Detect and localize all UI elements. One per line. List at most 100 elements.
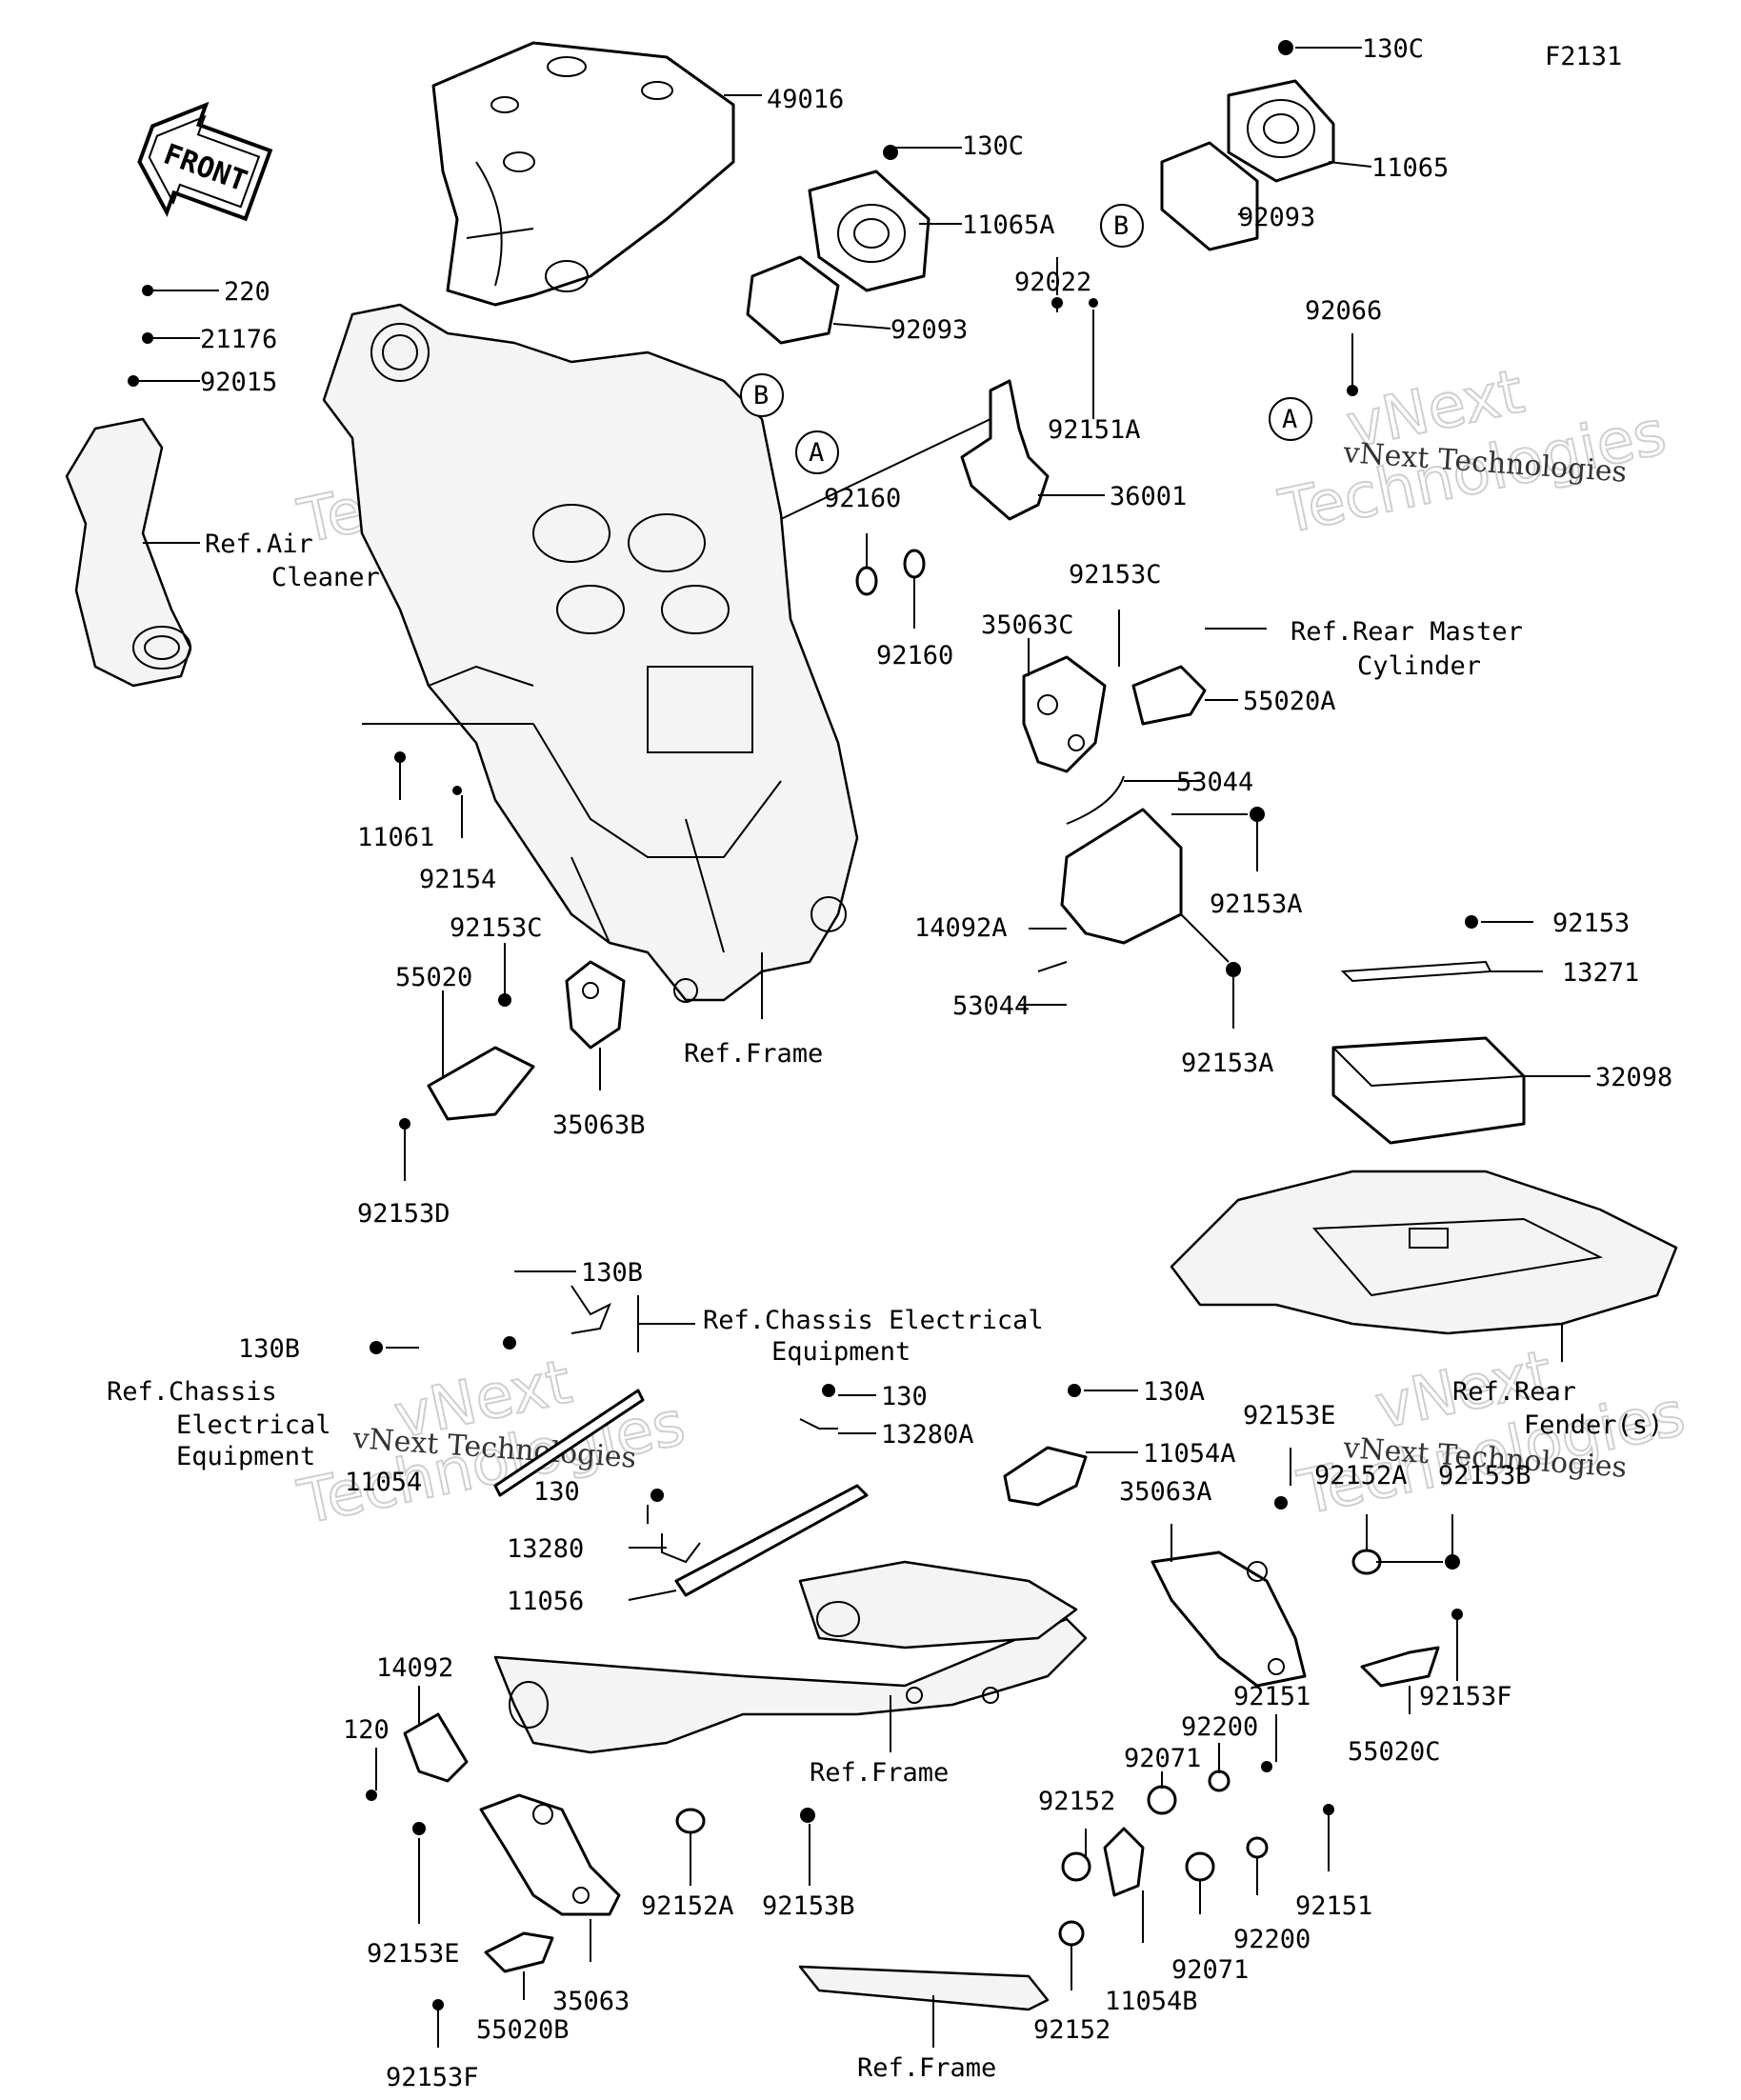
part-92153F-bolt	[432, 1999, 444, 2010]
figure-code: F2131	[1545, 42, 1622, 71]
label-92066: 92066	[1305, 296, 1382, 326]
label-49016: 49016	[767, 85, 844, 114]
label-92160: 92160	[876, 641, 953, 670]
label-11065: 11065	[1371, 153, 1449, 183]
label-55020C: 55020C	[1348, 1737, 1441, 1767]
part-92151-bolt	[1261, 1761, 1272, 1772]
label-55020B: 55020B	[476, 2015, 570, 2045]
label-55020: 55020	[395, 963, 472, 992]
part-35063A-bracket	[1151, 1550, 1307, 1688]
part-14092-cover	[403, 1712, 469, 1783]
label-11065A: 11065A	[962, 210, 1055, 240]
part-92153-bolt	[1465, 915, 1478, 929]
part-92153E-bolt	[412, 1822, 426, 1835]
part-13280A-clamp	[799, 1418, 838, 1430]
label-35063B: 35063B	[552, 1110, 646, 1140]
part-92151-bolt	[1323, 1804, 1334, 1815]
label-14092: 14092	[376, 1653, 453, 1683]
label-ref-chassis-electrical: Ref.Chassis Electrical	[703, 1306, 1044, 1335]
part-55020-plate	[427, 1046, 535, 1121]
label-ref-frame: Ref.Frame	[810, 1758, 949, 1788]
label-92152: 92152	[1033, 2015, 1111, 2045]
svg-text:B: B	[1113, 211, 1129, 241]
part-11061-clip	[394, 751, 406, 763]
part-labels: 49016 130C 130C 11065 11065A 92093 92093…	[107, 34, 1672, 2092]
label-92160: 92160	[824, 484, 901, 513]
part-92152-collar	[1061, 1851, 1091, 1882]
label-53044: 53044	[1176, 768, 1253, 797]
part-92151A-bolt	[1089, 298, 1098, 308]
part-92153D-bolt	[399, 1118, 410, 1130]
label-130: 130	[533, 1477, 580, 1507]
label-92152A: 92152A	[641, 1891, 734, 1921]
label-92071: 92071	[1124, 1744, 1201, 1773]
label-92093: 92093	[1238, 203, 1315, 232]
part-130B-screw	[370, 1341, 383, 1354]
label-ref-frame: Ref.Frame	[684, 1039, 823, 1069]
label-92093: 92093	[891, 315, 968, 345]
front-arrow-icon: FRONT	[137, 101, 273, 222]
part-120-bolt	[366, 1790, 377, 1801]
label-130B: 130B	[581, 1258, 643, 1288]
part-92071-washer	[1147, 1785, 1177, 1815]
label-92022: 92022	[1014, 268, 1091, 297]
label-ref-chassis-2: Electrical	[176, 1410, 331, 1440]
label-53044: 53044	[952, 991, 1030, 1021]
label-120: 120	[343, 1715, 390, 1745]
label-13280: 13280	[507, 1534, 584, 1564]
part-36001-bracket	[960, 379, 1050, 521]
part-130-screw	[822, 1384, 835, 1397]
label-11054B: 11054B	[1105, 1987, 1198, 2016]
part-92153E-bolt	[1274, 1496, 1288, 1510]
part-55020C-plate	[1360, 1646, 1440, 1688]
label-11061: 11061	[357, 823, 434, 852]
part-130B-screw	[503, 1336, 516, 1350]
label-21176: 21176	[200, 325, 277, 354]
label-130: 130	[881, 1382, 928, 1411]
label-92151: 92151	[1295, 1891, 1372, 1921]
part-55020A-plate	[1131, 665, 1207, 726]
part-92066-clip	[1347, 385, 1358, 396]
label-55020A: 55020A	[1243, 687, 1336, 716]
label-11054: 11054	[345, 1468, 422, 1497]
part-53044-hose	[1066, 775, 1125, 825]
part-92152-collar	[1058, 1920, 1085, 1947]
label-220: 220	[224, 277, 270, 307]
label-130B: 130B	[238, 1334, 300, 1364]
part-53044-hose	[1037, 961, 1068, 972]
label-92153B: 92153B	[1438, 1461, 1531, 1490]
part-92153B-bolt	[1445, 1554, 1460, 1570]
label-92153B: 92153B	[762, 1891, 855, 1921]
label-92153F: 92153F	[1419, 1682, 1512, 1711]
part-92160-grommet	[855, 566, 878, 596]
label-92152A: 92152A	[1314, 1461, 1408, 1490]
label-92153E: 92153E	[367, 1939, 460, 1969]
part-11065-cap	[1227, 40, 1335, 183]
leader-lines	[133, 47, 1591, 2048]
label-92153A: 92153A	[1181, 1049, 1274, 1078]
part-32098-tray	[1331, 1036, 1526, 1145]
part-130-screw	[650, 1489, 664, 1502]
label-ref-rear-fender-2: Fender(s)	[1524, 1410, 1663, 1440]
part-92093-gasket	[1160, 141, 1259, 251]
part-14092A-cover	[1060, 808, 1183, 945]
part-92200-washer	[1208, 1770, 1231, 1792]
part-92153A-bolt	[1226, 962, 1241, 977]
label-ref-air-cleaner: Ref.Air	[205, 530, 313, 559]
part-13280-clamp	[661, 1533, 701, 1564]
label-130C: 130C	[962, 131, 1024, 161]
label-ref-rear-fender: Ref.Rear	[1452, 1377, 1576, 1407]
callout-b-icon: B	[1100, 204, 1144, 248]
label-35063A: 35063A	[1119, 1477, 1212, 1507]
part-92153B-bolt	[800, 1808, 815, 1823]
part-35063B-bracket	[565, 960, 626, 1050]
label-130A: 130A	[1143, 1377, 1205, 1407]
part-11054B-bracket	[1103, 1827, 1145, 1897]
label-14092A: 14092A	[914, 913, 1008, 943]
label-92153: 92153	[1552, 909, 1630, 938]
part-92154-bolt	[452, 786, 462, 795]
part-92152A-collar	[675, 1808, 706, 1834]
part-92153C-bolt	[498, 993, 511, 1007]
part-13271-strap	[1340, 960, 1492, 983]
label-11054A: 11054A	[1143, 1439, 1236, 1469]
